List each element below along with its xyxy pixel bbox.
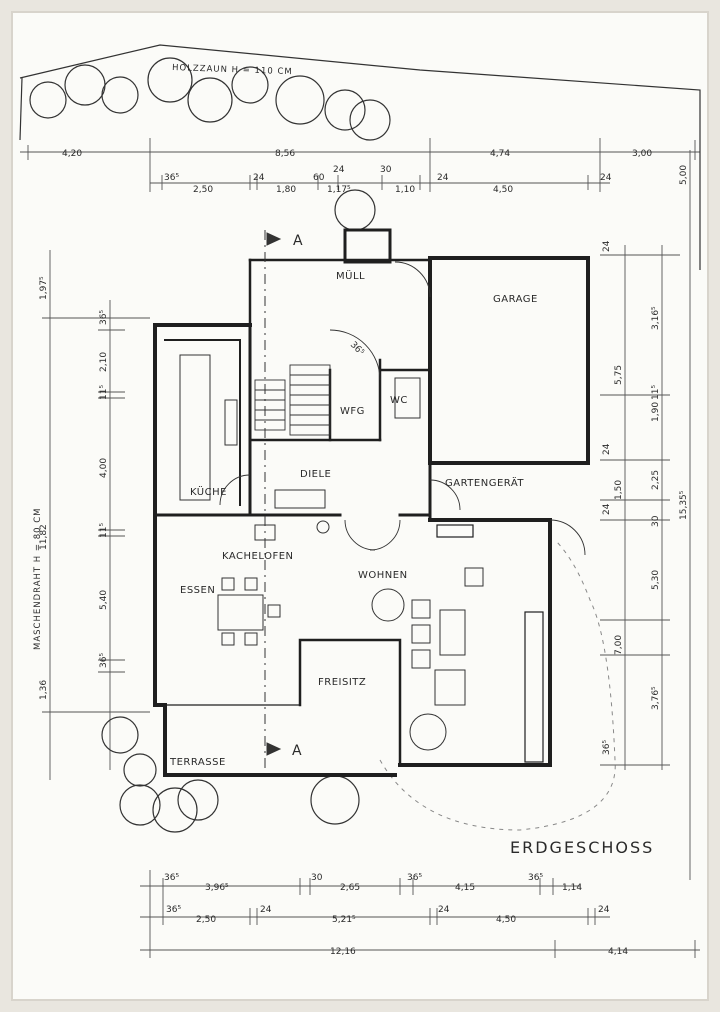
dim-left-inner-7: 36⁵ — [99, 653, 109, 668]
dim-left-inner-1: 36⁵ — [99, 310, 109, 325]
dim-bot1-6: 4,15 — [455, 883, 475, 893]
dim-left-inner-4: 4,00 — [99, 458, 109, 478]
dim-top2-7: 1,10 — [395, 185, 415, 195]
room-label-garage: GARAGE — [493, 294, 538, 305]
dim-bot2-3: 24 — [260, 905, 272, 915]
dim-bot3-2: 4,14 — [608, 947, 628, 957]
note-fence-left: MASCHENDRAHT H = 80 CM — [33, 507, 43, 650]
dim-left-inner-2: 2,10 — [99, 352, 109, 372]
dim-bot2-1: 36⁵ — [166, 905, 181, 915]
dim-top2-9: 4,50 — [493, 185, 513, 195]
note-fence-top: HOLZZAUN H = 110 CM — [172, 63, 293, 77]
dim-left-inner-3: 11⁵ — [99, 385, 109, 400]
dim-bot2-6: 4,50 — [496, 915, 516, 925]
dim-right-inner-6: 2,25 — [651, 470, 661, 490]
dim-right-mid-2: 1,50 — [614, 480, 624, 500]
room-label-diele: DIELE — [300, 469, 331, 480]
dim-top2-5: 60 — [313, 173, 325, 183]
section-mark-top: A — [293, 233, 303, 249]
dim-top-extra-1: 24 — [333, 165, 345, 175]
dim-top2-10: 24 — [600, 173, 612, 183]
dim-right-inner-3: 11⁵ — [651, 385, 661, 400]
dim-right-inner-2: 3,16⁵ — [651, 306, 661, 330]
dim-top2-1: 36⁵ — [164, 173, 179, 183]
dim-top2-6: 1,17⁵ — [327, 185, 351, 195]
dim-bot2-5: 24 — [438, 905, 450, 915]
dim-bot1-3: 30 — [311, 873, 323, 883]
room-label-wc: WC — [390, 395, 408, 406]
room-label-kueche: KÜCHE — [190, 485, 227, 498]
dim-top2-3: 24 — [253, 173, 265, 183]
dim-right-inner-10: 3,76⁵ — [651, 686, 661, 710]
dim-bot1-1: 36⁵ — [164, 873, 179, 883]
room-label-essen: ESSEN — [180, 585, 215, 596]
room-label-freisitz: FREISITZ — [318, 677, 366, 688]
dim-bot1-8: 1,14 — [562, 883, 582, 893]
dim-top-2: 8,56 — [275, 149, 295, 159]
dim-top2-2: 2,50 — [193, 185, 213, 195]
dim-bot1-5: 36⁵ — [407, 873, 422, 883]
dim-top2-4: 1,80 — [276, 185, 296, 195]
dim-right-inner-1: 24 — [602, 240, 612, 252]
dim-bot2-4: 5,21⁵ — [332, 915, 356, 925]
dim-bot2-2: 2,50 — [196, 915, 216, 925]
dim-right-inner-8: 30 — [651, 515, 661, 527]
drawing-title: ERDGESCHOSS — [510, 838, 654, 857]
dim-left-outer-3: 1,36 — [39, 680, 49, 700]
section-mark-bottom: A — [292, 743, 302, 759]
dim-top2-8: 24 — [437, 173, 449, 183]
dim-bot1-4: 2,65 — [340, 883, 360, 893]
dim-bot1-2: 3,96⁵ — [205, 883, 229, 893]
dim-top-extra-2: 30 — [380, 165, 392, 175]
room-label-muell: MÜLL — [336, 269, 365, 282]
dim-right-outer-1: 5,00 — [679, 165, 689, 185]
room-label-wohnen: WOHNEN — [358, 570, 408, 581]
dim-left-outer-2: 11,82 — [39, 524, 49, 550]
room-label-wfg: WFG — [340, 406, 365, 417]
dim-right-inner-4: 1,90 — [651, 402, 661, 422]
dim-right-inner-9: 5,30 — [651, 570, 661, 590]
dim-right-mid-1: 5,75 — [614, 365, 624, 385]
dim-right-inner-5: 24 — [602, 443, 612, 455]
dim-right-inner-11: 36⁵ — [602, 740, 612, 755]
dim-top-1: 4,20 — [62, 149, 82, 159]
dim-left-outer-1: 1,97⁵ — [39, 276, 49, 300]
dim-top-3: 4,74 — [490, 149, 510, 159]
dim-bot2-7: 24 — [598, 905, 610, 915]
room-label-terrasse: TERRASSE — [169, 757, 226, 768]
dim-bot3-1: 12,16 — [330, 947, 356, 957]
room-label-kachelofen: KACHELOFEN — [222, 551, 294, 562]
dim-right-mid-3: 7,00 — [614, 635, 624, 655]
dim-left-inner-5: 11⁵ — [99, 523, 109, 538]
dim-left-inner-6: 5,40 — [99, 590, 109, 610]
dim-right-inner-7: 24 — [602, 503, 612, 515]
dim-right-outer-2: 15,35⁵ — [679, 490, 689, 520]
room-label-gartengeraet: GARTENGERÄT — [445, 476, 524, 489]
dim-bot1-7: 36⁵ — [528, 873, 543, 883]
dim-top-4: 3,00 — [632, 149, 652, 159]
